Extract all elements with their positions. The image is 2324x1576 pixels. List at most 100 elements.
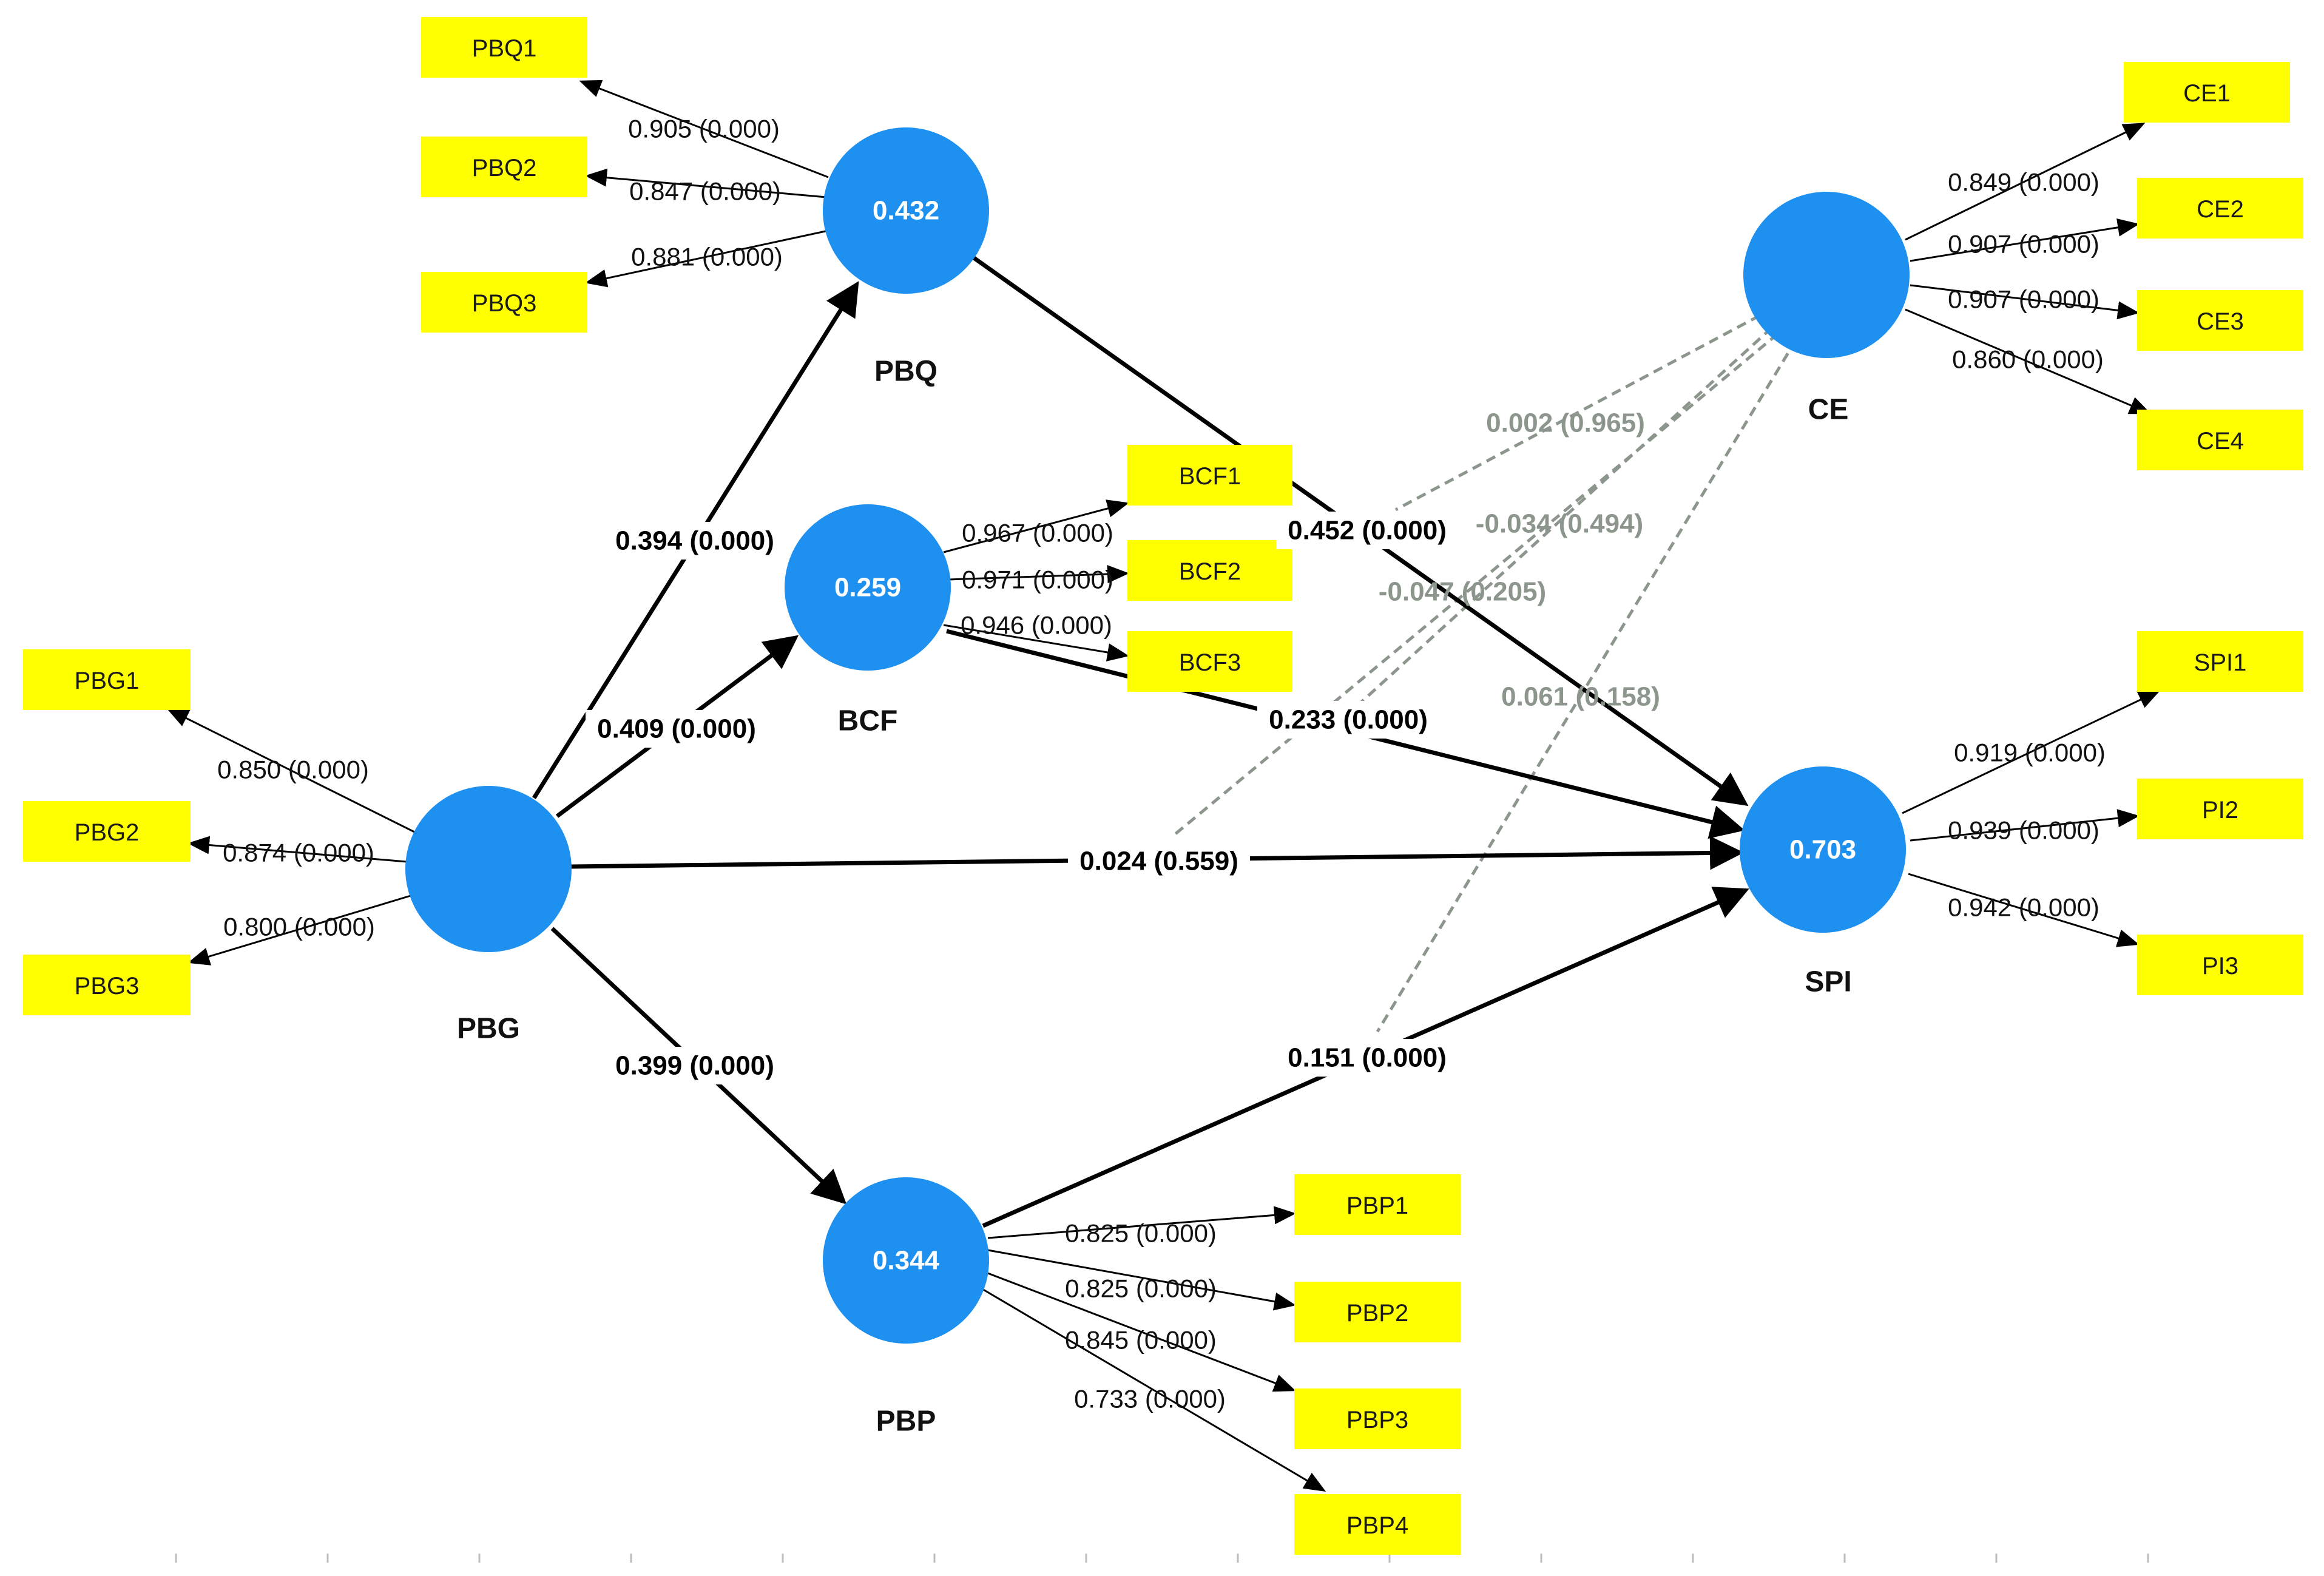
indicator-spi1: SPI1	[2137, 631, 2303, 692]
moderation-label-2: -0.034 (0.494)	[1476, 509, 1643, 539]
moderation-lines	[1170, 314, 1798, 1033]
svg-text:PBP3: PBP3	[1346, 1407, 1408, 1433]
svg-text:0.259: 0.259	[834, 573, 901, 603]
moderation-line-2	[1358, 326, 1773, 705]
svg-text:0.946 (0.000): 0.946 (0.000)	[961, 611, 1112, 640]
indicator-pbp3: PBP3	[1294, 1388, 1461, 1449]
indicator-ce2: CE2	[2137, 178, 2303, 238]
loading-lines	[166, 79, 2161, 1492]
construct-pbq: 0.432 PBQ	[823, 127, 989, 388]
svg-text:PBQ2: PBQ2	[472, 155, 537, 181]
indicators: PBQ1 PBQ2 PBQ3 BCF1 BCF2 BCF3 PBG1 PBG2 …	[23, 17, 2303, 1555]
svg-text:PBP2: PBP2	[1346, 1300, 1408, 1327]
coef-pbg-bcf: 0.409 (0.000)	[597, 714, 756, 744]
svg-text:PI2: PI2	[2202, 797, 2238, 824]
svg-text:CE4: CE4	[2197, 428, 2244, 455]
indicator-ce1: CE1	[2124, 62, 2290, 123]
svg-text:0.942 (0.000): 0.942 (0.000)	[1948, 893, 2099, 922]
moderation-label-3: -0.047 (0.205)	[1379, 577, 1546, 607]
svg-text:PBG: PBG	[457, 1013, 520, 1045]
moderation-line-4	[1376, 339, 1798, 1033]
svg-text:PBP: PBP	[876, 1405, 936, 1438]
svg-text:0.845 (0.000): 0.845 (0.000)	[1065, 1326, 1217, 1354]
svg-text:0.907 (0.000): 0.907 (0.000)	[1948, 230, 2099, 259]
indicator-pbq1: PBQ1	[421, 17, 587, 78]
coef-pbg-pbq: 0.394 (0.000)	[615, 526, 774, 556]
construct-spi: 0.703 SPI	[1740, 766, 1906, 998]
svg-text:0.874 (0.000): 0.874 (0.000)	[223, 839, 374, 867]
svg-text:BCF1: BCF1	[1179, 463, 1241, 490]
construct-bcf: 0.259 BCF	[785, 504, 951, 737]
svg-text:0.344: 0.344	[873, 1246, 940, 1276]
coef-pbg-pbp: 0.399 (0.000)	[615, 1051, 774, 1081]
indicator-bcf1: BCF1	[1127, 445, 1292, 506]
moderation-line-1	[1394, 314, 1761, 512]
svg-text:PBQ1: PBQ1	[472, 35, 537, 62]
svg-text:CE2: CE2	[2197, 196, 2244, 223]
coef-bcf-spi: 0.233 (0.000)	[1269, 705, 1428, 735]
bottom-ticks	[175, 1554, 2149, 1563]
svg-text:0.825 (0.000): 0.825 (0.000)	[1065, 1274, 1217, 1303]
indicator-pbg1: PBG1	[23, 649, 191, 710]
svg-text:SPI1: SPI1	[2194, 649, 2247, 676]
construct-ce: CE	[1743, 192, 1910, 426]
loading-labels: 0.905 (0.000) 0.847 (0.000) 0.881 (0.000…	[217, 115, 2106, 1413]
svg-text:0.881 (0.000): 0.881 (0.000)	[631, 243, 783, 271]
indicator-pbg2: PBG2	[23, 801, 191, 862]
svg-text:CE: CE	[1808, 394, 1849, 426]
svg-text:0.703: 0.703	[1789, 835, 1856, 865]
indicator-pi3: PI3	[2137, 935, 2303, 995]
svg-text:0.907 (0.000): 0.907 (0.000)	[1948, 285, 2099, 314]
svg-text:PBP1: PBP1	[1346, 1192, 1408, 1219]
svg-text:0.800 (0.000): 0.800 (0.000)	[223, 913, 375, 941]
svg-text:0.905 (0.000): 0.905 (0.000)	[628, 115, 780, 143]
coef-pbp-spi: 0.151 (0.000)	[1288, 1043, 1447, 1073]
constructs: 0.432 PBQ 0.259 BCF PBG 0.344 PBP CE 0.7…	[405, 127, 1910, 1438]
indicator-pbq3: PBQ3	[421, 272, 587, 333]
svg-text:BCF: BCF	[838, 705, 898, 737]
construct-pbg: PBG	[405, 786, 572, 1045]
path-coefficient-labels: 0.394 (0.000) 0.409 (0.000) 0.399 (0.000…	[586, 512, 1458, 1084]
indicator-pbg3: PBG3	[23, 955, 191, 1015]
coef-pbq-spi: 0.452 (0.000)	[1288, 516, 1447, 546]
svg-text:PBG1: PBG1	[75, 668, 140, 694]
svg-text:0.850 (0.000): 0.850 (0.000)	[217, 756, 369, 784]
indicator-pbp2: PBP2	[1294, 1282, 1461, 1342]
svg-text:0.825 (0.000): 0.825 (0.000)	[1065, 1219, 1217, 1248]
svg-text:PBG2: PBG2	[75, 819, 140, 846]
svg-text:PBQ3: PBQ3	[472, 290, 537, 317]
indicator-pbp1: PBP1	[1294, 1174, 1461, 1235]
svg-text:PBQ: PBQ	[874, 356, 937, 388]
indicator-pi2: PI2	[2137, 779, 2303, 839]
svg-text:CE3: CE3	[2197, 308, 2244, 335]
moderation-label-4: 0.061 (0.158)	[1501, 682, 1660, 712]
moderation-labels: 0.002 (0.965) -0.034 (0.494) -0.047 (0.2…	[1379, 408, 1660, 712]
construct-pbp: 0.344 PBP	[823, 1177, 989, 1438]
svg-text:SPI: SPI	[1805, 966, 1851, 998]
svg-text:PI3: PI3	[2202, 953, 2238, 979]
svg-text:BCF2: BCF2	[1179, 558, 1241, 585]
indicator-ce4: CE4	[2137, 410, 2303, 470]
svg-text:CE1: CE1	[2183, 80, 2231, 107]
svg-text:BCF3: BCF3	[1179, 649, 1241, 676]
svg-text:0.919 (0.000): 0.919 (0.000)	[1954, 739, 2106, 767]
svg-text:0.849 (0.000): 0.849 (0.000)	[1948, 168, 2099, 197]
svg-text:0.847 (0.000): 0.847 (0.000)	[629, 177, 781, 206]
svg-text:0.860 (0.000): 0.860 (0.000)	[1952, 345, 2104, 374]
svg-text:0.971 (0.000): 0.971 (0.000)	[962, 566, 1113, 594]
svg-text:0.733 (0.000): 0.733 (0.000)	[1074, 1385, 1226, 1413]
moderation-label-1: 0.002 (0.965)	[1486, 408, 1645, 438]
svg-text:0.939 (0.000): 0.939 (0.000)	[1948, 816, 2099, 845]
coef-pbg-spi: 0.024 (0.559)	[1079, 847, 1238, 876]
moderation-line-3	[1170, 333, 1779, 839]
indicator-pbp4: PBP4	[1294, 1494, 1461, 1555]
indicator-bcf2: BCF2	[1127, 540, 1292, 601]
svg-text:0.432: 0.432	[873, 196, 939, 226]
indicator-pbq2: PBQ2	[421, 137, 587, 197]
svg-text:0.967 (0.000): 0.967 (0.000)	[962, 519, 1113, 547]
svg-text:PBG3: PBG3	[75, 973, 140, 999]
indicator-ce3: CE3	[2137, 290, 2303, 351]
indicator-bcf3: BCF3	[1127, 631, 1292, 692]
svg-text:PBP4: PBP4	[1346, 1512, 1408, 1539]
